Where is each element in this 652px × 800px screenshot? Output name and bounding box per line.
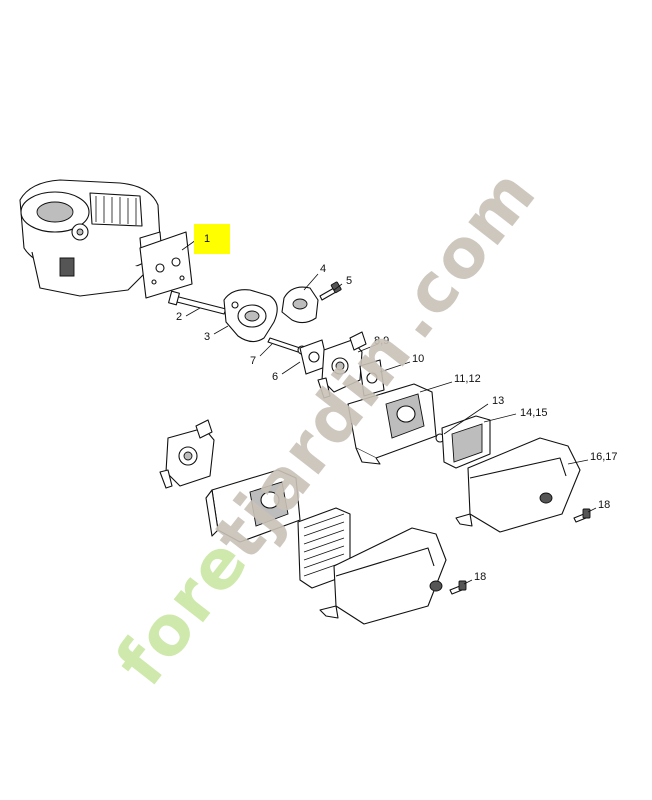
engine-crankcase	[19, 179, 163, 297]
callout-7: 7	[250, 355, 256, 367]
callout-13: 13	[492, 395, 504, 407]
screw-part-5	[319, 281, 342, 301]
leader-lines	[181, 239, 597, 585]
callout-8-9: 8,9	[374, 335, 389, 347]
stud-part-2	[168, 290, 227, 315]
callout-16-17: 16,17	[590, 451, 618, 463]
callout-10: 10	[412, 353, 424, 365]
gasket-part-10	[359, 359, 385, 397]
callout-labels: 1 2 3 4 5 7 6 8,9 10 11,12 13 14,15 16,1…	[176, 233, 618, 583]
lower-carburetor	[159, 419, 215, 489]
air-filter-part-14-15	[441, 415, 491, 469]
svg-text:.com: .com	[372, 154, 552, 354]
screw-part-18-lower	[449, 580, 467, 595]
callout-4: 4	[320, 263, 326, 275]
screw-part-18-right	[573, 508, 591, 523]
callout-1: 1	[204, 233, 210, 245]
callout-5: 5	[346, 275, 352, 287]
callout-14-15: 14,15	[520, 407, 548, 419]
bracket-part-4	[281, 286, 319, 324]
carburetor-part-8-9	[317, 331, 367, 399]
flange-part-3	[223, 289, 278, 343]
filter-cover-part-16-17	[455, 437, 581, 533]
callout-6: 6	[272, 371, 278, 383]
callout-11-12: 11,12	[454, 373, 481, 385]
callout-18-right: 18	[598, 499, 610, 511]
callout-2: 2	[176, 311, 182, 323]
callout-1-highlight	[194, 224, 230, 254]
lower-filter-base	[205, 469, 301, 543]
callout-3: 3	[204, 331, 210, 343]
gasket-part-1	[139, 231, 193, 299]
callout-18-lower: 18	[474, 571, 486, 583]
lower-filter-cover	[319, 527, 447, 625]
filter-base-part-11-12	[347, 383, 437, 465]
